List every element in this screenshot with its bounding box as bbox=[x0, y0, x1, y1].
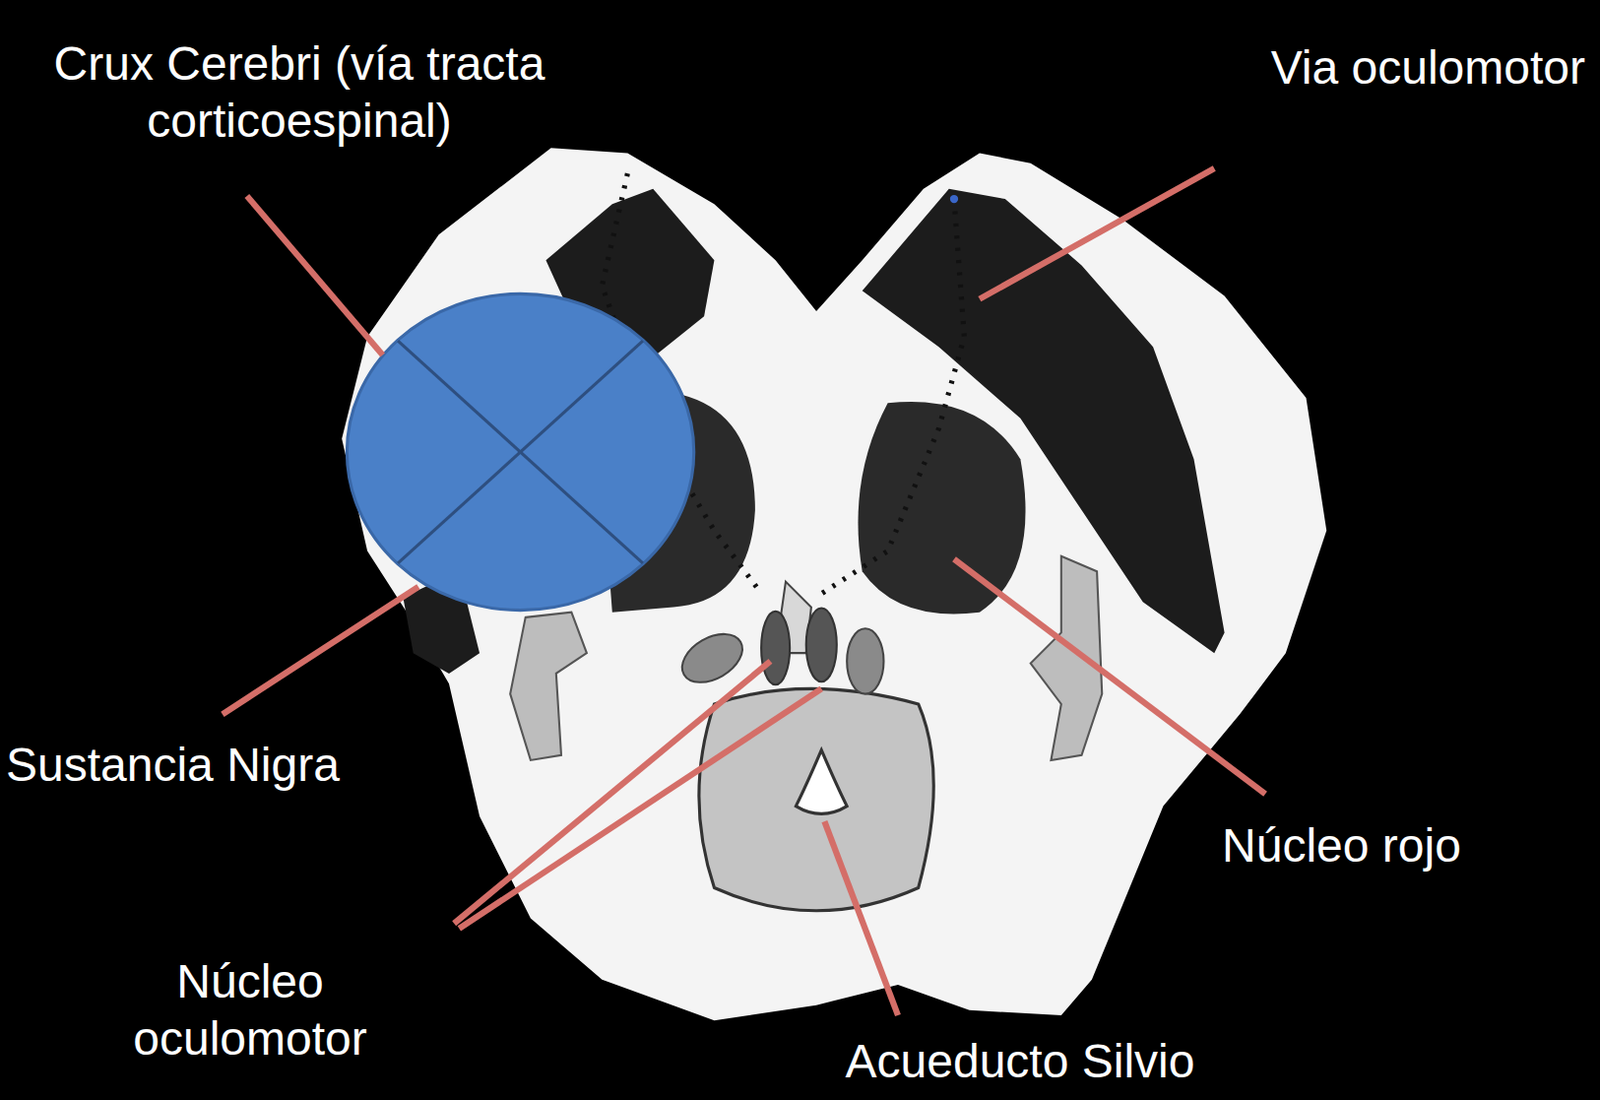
lemniscus-right bbox=[1030, 556, 1103, 761]
midbrain-section bbox=[341, 147, 1327, 1021]
fibre-dot bbox=[950, 194, 959, 203]
leader-line bbox=[979, 168, 1215, 300]
leader-line bbox=[458, 688, 822, 929]
oculomotor-nucleus-left bbox=[761, 611, 790, 686]
lesion-cross bbox=[397, 340, 643, 564]
structure-label: Núcleo rojo bbox=[1181, 817, 1502, 875]
oculomotor-fibres-right bbox=[816, 198, 964, 597]
structure-label: Crux Cerebri (vía tracta corticoespinal) bbox=[3, 35, 595, 150]
structure-label: Via oculomotor bbox=[1196, 39, 1586, 97]
structure-label: Núcleo oculomotor bbox=[53, 953, 448, 1068]
structure-label: Acueducto Silvio bbox=[773, 1032, 1267, 1090]
leader-line bbox=[954, 559, 1266, 794]
lesion-circle bbox=[346, 293, 694, 610]
oculomotor-nucleus-right bbox=[806, 608, 837, 683]
accessory-nucleus-left bbox=[673, 624, 751, 693]
accessory-nucleus-right bbox=[846, 628, 884, 694]
lemniscus-left bbox=[510, 612, 587, 761]
leader-line bbox=[824, 821, 898, 1016]
lesion-cross bbox=[397, 340, 643, 564]
red-nucleus-right bbox=[857, 401, 1025, 615]
leader-line bbox=[453, 660, 770, 923]
aqueduct bbox=[795, 750, 847, 815]
leader-line bbox=[222, 586, 419, 715]
structure-label: Sustancia Nigra bbox=[5, 736, 400, 794]
leader-line bbox=[247, 195, 384, 356]
periaqueductal-grey bbox=[699, 688, 934, 910]
